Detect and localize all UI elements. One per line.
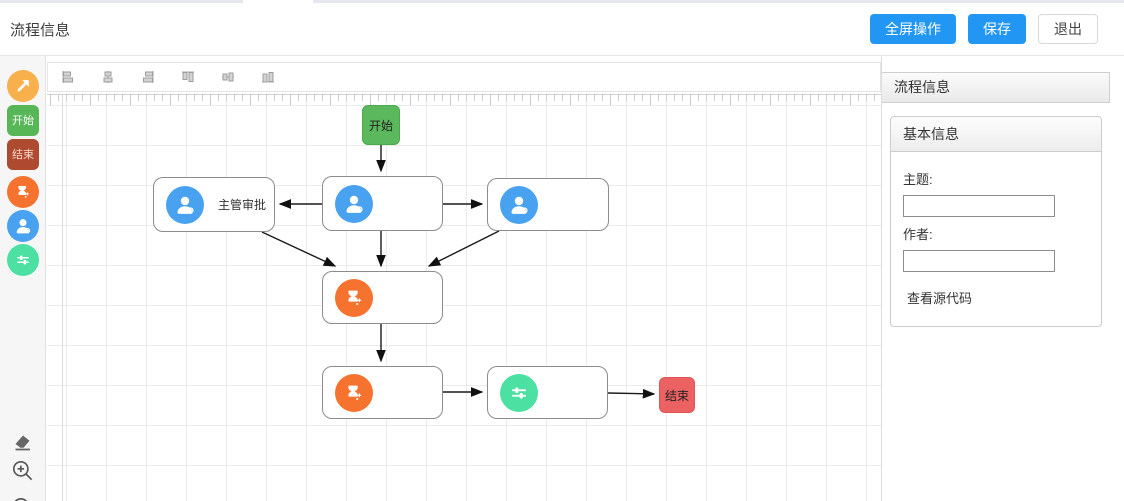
basic-info-title: 基本信息 [891,117,1101,152]
align-left-icon[interactable] [60,69,76,85]
properties-panel: 流程信息 基本信息 主题: 作者: 查看源代码 [881,56,1124,501]
user-task-icon [500,185,538,224]
align-top-icon[interactable] [180,69,196,85]
top-border-strip-left [0,0,243,3]
align-bottom-icon[interactable] [260,69,276,85]
node-palette: 开始 结束 [0,56,46,501]
node-end-label: 结束 [664,388,689,403]
fullscreen-button[interactable]: 全屏操作 [870,14,956,44]
author-input[interactable] [903,250,1055,272]
author-label: 作者: [903,227,933,242]
connections-layer [261,145,656,399]
flow-canvas[interactable]: 开始 主管审批 [47,94,881,501]
zoom-in-icon [12,460,33,481]
page-title: 流程信息 [10,21,71,39]
sliders-icon [500,373,538,412]
hourglass-task-icon [7,176,39,208]
arrow-pointer-icon [7,70,39,102]
save-button[interactable]: 保存 [968,14,1026,44]
sliders-icon [7,244,39,276]
hourglass-task-icon [335,373,373,412]
panel-title: 流程信息 [882,72,1110,103]
basic-info-box: 基本信息 主题: 作者: 查看源代码 [890,116,1102,327]
condition-node-tool[interactable] [7,244,39,276]
start-node-tool[interactable]: 开始 [7,104,39,136]
node-countersign-1[interactable] [322,271,443,324]
start-tool-label: 开始 [12,115,34,127]
node-task-middle[interactable] [322,176,443,231]
user-task-icon [166,185,204,224]
view-source-link[interactable]: 查看源代码 [907,291,973,306]
end-node-tool[interactable]: 结束 [7,138,39,170]
align-middle-vertical-icon[interactable] [220,69,236,85]
user-task-tool[interactable] [7,210,39,242]
flow-arrow-right-to-countersign1 [427,230,500,267]
node-task-supervisor[interactable]: 主管审批 [153,177,275,232]
end-node-icon: 结束 [7,138,39,170]
flow-arrow-condition-to-end [607,388,656,399]
align-right-icon[interactable] [140,69,156,85]
node-start[interactable]: 开始 [362,105,400,145]
basic-info-body: 主题: 作者: 查看源代码 [891,152,1101,326]
alignment-toolbar [47,62,881,92]
node-start-label: 开始 [368,118,393,133]
header-buttons: 全屏操作 保存 退出 [870,14,1098,44]
exit-button[interactable]: 退出 [1038,14,1098,44]
node-end[interactable]: 结束 [659,377,695,413]
pointer-connect-tool[interactable] [7,70,39,102]
user-task-icon [335,184,373,223]
zoom-out-icon [14,497,28,501]
zoom-out-tool[interactable] [7,492,39,501]
editor-main: 开始 结束 [0,56,1124,501]
hourglass-task-icon [335,278,373,317]
node-countersign-2[interactable] [322,366,443,419]
subject-label: 主题: [903,172,933,187]
flow-arrow-supervisor-to-countersign1 [261,231,337,267]
eraser-icon [15,435,30,451]
user-task-icon [7,210,39,242]
zoom-in-tool[interactable] [7,455,39,487]
subject-input[interactable] [903,195,1055,217]
countersign-task-tool[interactable] [7,176,39,208]
node-condition[interactable] [487,366,608,419]
node-task-right[interactable] [487,178,609,231]
start-node-icon: 开始 [7,104,39,136]
end-tool-label: 结束 [12,149,34,161]
top-border-strip-right [313,0,1124,3]
page-header: 流程信息 全屏操作 保存 退出 [0,3,1124,56]
eraser-tool[interactable] [7,426,39,458]
align-center-horizontal-icon[interactable] [100,69,116,85]
node-label: 主管审批 [218,198,267,212]
